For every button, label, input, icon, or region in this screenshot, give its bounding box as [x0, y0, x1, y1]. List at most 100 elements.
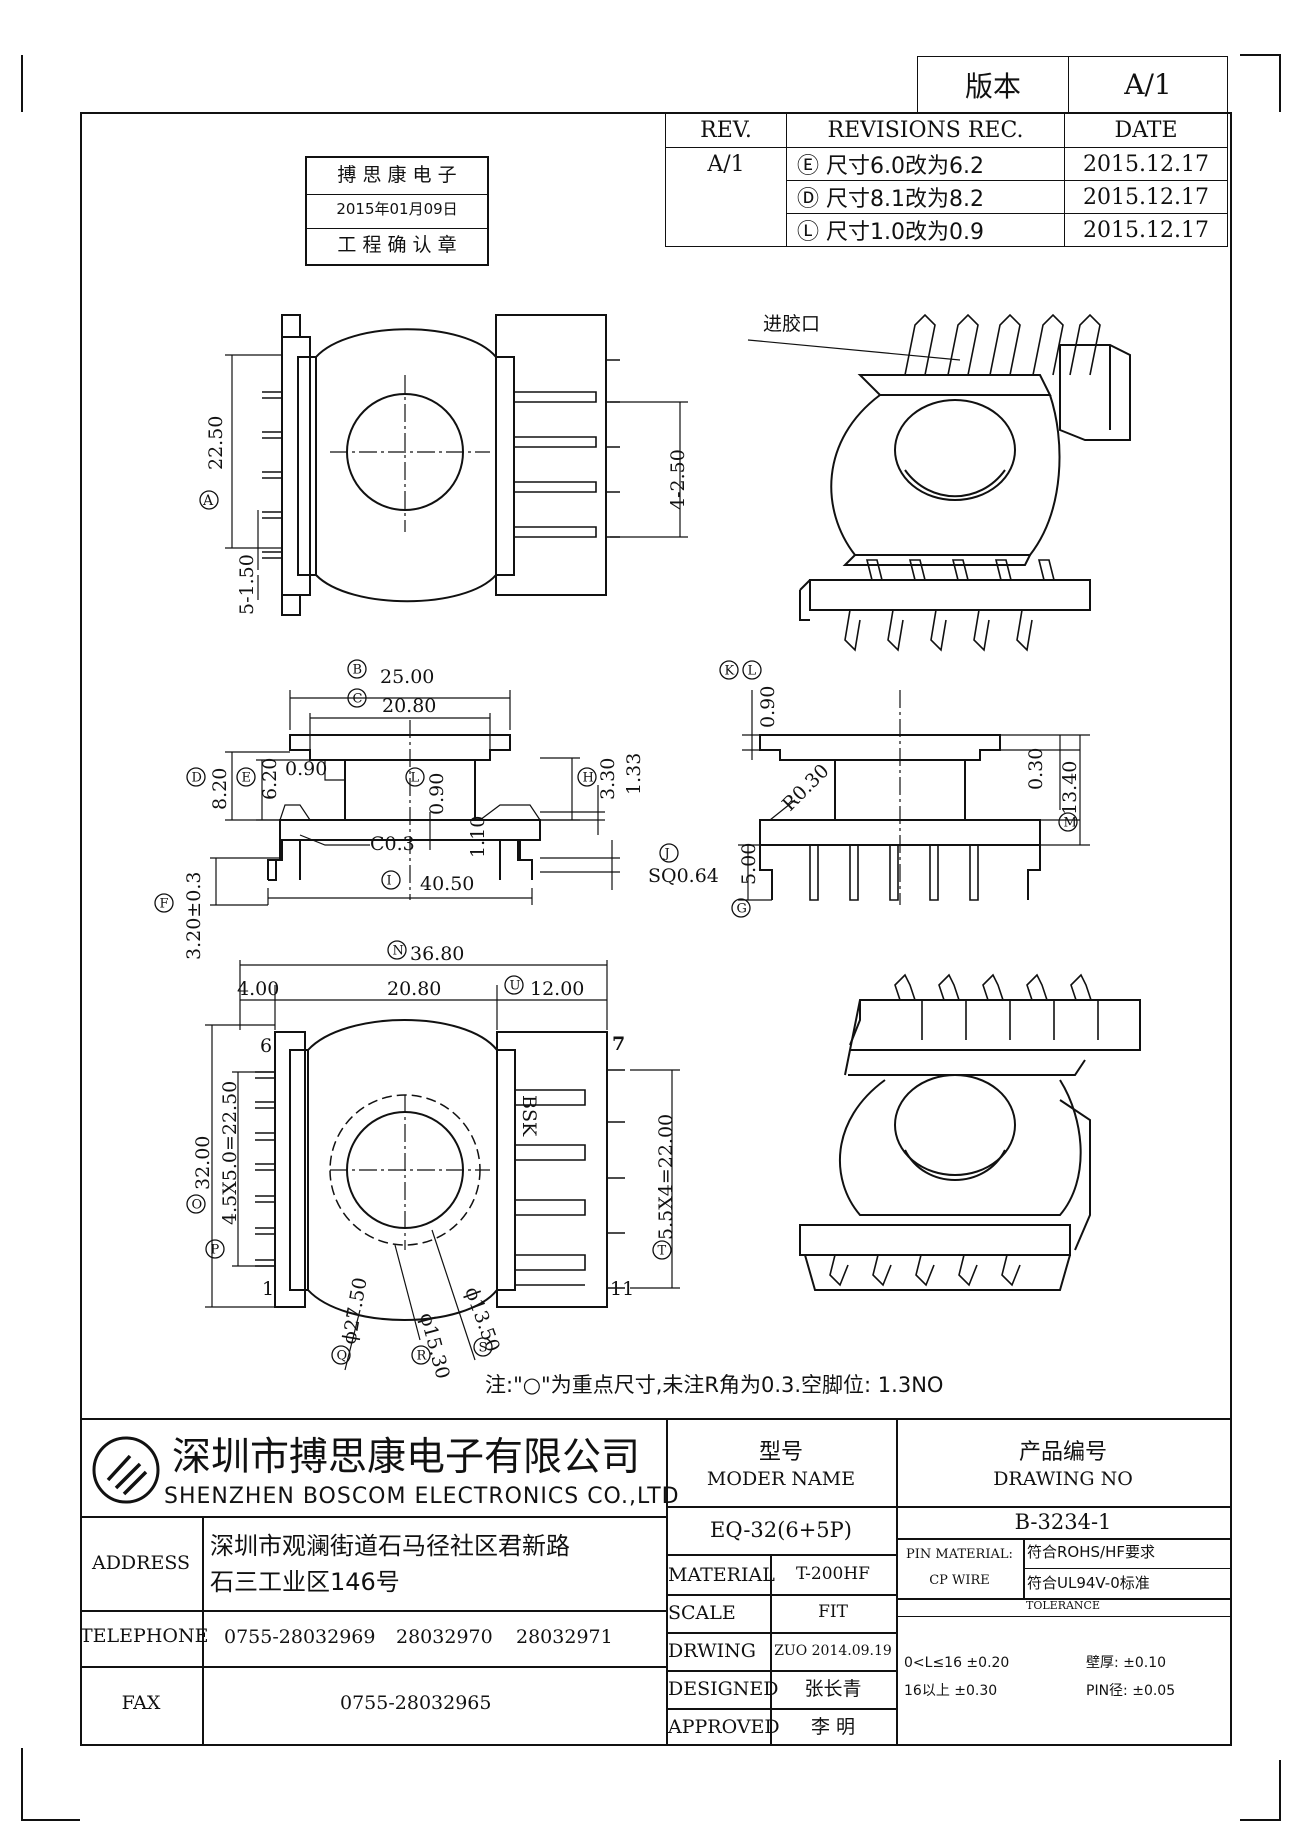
material-label: MATERIAL [668, 1564, 775, 1586]
scale-value: FIT [818, 1602, 848, 1622]
reference-mark-j: J [663, 847, 670, 862]
version-label: 版本 [917, 56, 1069, 113]
dim-c03: C0.3 [370, 833, 415, 855]
ul-label: 符合UL94V-0标准 [1027, 1574, 1150, 1592]
dim-400: 4.00 [237, 978, 279, 1000]
dim-q: ϕ27.50 [338, 1276, 371, 1346]
tolerance-2: 16以上 ±0.30 [904, 1683, 998, 1699]
approved-value: 李 明 [810, 1716, 856, 1738]
tel-2: 28032970 [396, 1626, 493, 1648]
stamp-company: 搏 思 康 电 子 [337, 164, 457, 186]
tolerance-label: TOLERANCE [1026, 1599, 1100, 1612]
bottom-view [205, 960, 680, 1371]
designed-label: DESIGNED [668, 1678, 779, 1700]
mark-a: A [202, 493, 214, 509]
dim-pitch-a: 5-1.50 [236, 554, 258, 615]
rohs-label: 符合ROHS/HF要求 [1027, 1543, 1155, 1561]
address-label: ADDRESS [91, 1552, 191, 1574]
title-block: 深圳市搏思康电子有限公司 SHENZHEN BOSCOM ELECTRONICS… [80, 1418, 1230, 1746]
contact-block: ADDRESS 深圳市观澜街道石马径社区君新路 石三工业区146号 TELEPH… [80, 1516, 668, 1744]
side-view [210, 690, 620, 906]
dim-n: 36.80 [410, 943, 464, 965]
reference-mark-l: L [748, 664, 757, 679]
reference-mark-b: B [353, 663, 363, 678]
top-view [225, 314, 688, 616]
reference-mark-f: F [160, 897, 169, 912]
revisions-table: REV. REVISIONS REC. DATE A/1 Ⓔ 尺寸6.0改为6.… [665, 113, 1228, 247]
designed-value: 张长青 [804, 1678, 862, 1700]
dim-u: 12.00 [530, 978, 584, 1000]
drawing-header: 产品编号 DRAWING NO [993, 1440, 1133, 1490]
dim-a: 22.50 [205, 416, 227, 470]
dim-e: 6.20 [259, 758, 281, 800]
rev-header: REV. [665, 113, 787, 148]
revision-row: Ⓛ 尺寸1.0改为0.9 [786, 213, 1065, 247]
drawing-frame [80, 112, 1232, 1746]
company-name-en: SHENZHEN BOSCOM ELECTRONICS CO.,LTD [164, 1484, 680, 1509]
version-box: 版本 A/1 [917, 56, 1228, 113]
front-view [738, 690, 1090, 905]
dim-t: 5.5X4=22.00 [655, 1114, 677, 1240]
pin-material-label: PIN MATERIAL: [906, 1547, 1013, 1562]
address-line2: 石三工业区146号 [210, 1568, 400, 1596]
dim-2080: 20.80 [387, 978, 441, 1000]
reference-mark-d: D [192, 771, 202, 786]
reference-mark-q: Q [337, 1349, 348, 1364]
revision-row: Ⓓ 尺寸8.1改为8.2 [786, 180, 1065, 214]
dim-110: 1.10 [467, 816, 489, 858]
model-value-cell: EQ-32(6+5P) [666, 1506, 898, 1554]
dim-d: 8.20 [209, 768, 231, 810]
approved-label: APPROVED [668, 1716, 780, 1738]
date-header: DATE [1064, 113, 1228, 148]
iso-view-top [747, 313, 1131, 652]
pin-7: 7 [612, 1033, 625, 1055]
dim-pitch-b: 4-2.50 [667, 449, 689, 510]
reference-mark-i: I [387, 874, 392, 889]
reference-mark-r: R [417, 1349, 428, 1364]
revision-date: 2015.12.17 [1064, 180, 1228, 214]
dim-k: 0.90 [757, 686, 779, 728]
tolerance-4: PIN径: ±0.05 [1086, 1683, 1176, 1699]
pin-6: 6 [260, 1035, 272, 1057]
rev-value: A/1 [665, 147, 787, 247]
engineering-stamp: 搏 思 康 电 子 2015年01月09日 工 程 确 认 章 [305, 156, 489, 266]
brand-bsk: BSK [518, 1095, 540, 1137]
reference-mark-e: E [242, 771, 252, 786]
dim-m: 13.40 [1059, 761, 1081, 815]
reference-mark-o: O [192, 1198, 203, 1213]
reference-mark-h: H [583, 771, 594, 786]
reference-mark-p: P [211, 1243, 220, 1258]
reference-mark-c: C [353, 692, 363, 707]
injection-label: 进胶口 [763, 313, 820, 335]
fax-label: FAX [121, 1692, 161, 1714]
scale-label: SCALE [668, 1602, 736, 1624]
dim-030: 0.30 [1025, 748, 1047, 790]
reference-mark-t: T [658, 1244, 667, 1259]
reference-mark-n: N [393, 944, 404, 959]
company-name-cn: 深圳市搏思康电子有限公司 [172, 1435, 641, 1480]
stamp-date: 2015年01月09日 [336, 200, 458, 218]
fax-value: 0755-28032965 [340, 1692, 492, 1714]
dim-c: 20.80 [382, 695, 436, 717]
reference-mark-m: M [1064, 816, 1077, 831]
tel-1: 0755-28032969 [224, 1626, 376, 1648]
material-value: T-200HF [796, 1564, 870, 1584]
technical-drawing: 22.50 A 5-1.50 4-2.50 进胶口 25.00 20.80 8.… [154, 313, 1141, 1397]
dim-h: 3.30 [597, 758, 619, 800]
dim-f: 3.20±0.3 [183, 872, 205, 960]
company-block: 深圳市搏思康电子有限公司 SHENZHEN BOSCOM ELECTRONICS… [80, 1420, 679, 1516]
drawing-note: 注:"○"为重点尺寸,未注R角为0.3.空脚位: 1.3NO [485, 1373, 943, 1397]
address-line1: 深圳市观澜街道石马径社区君新路 [210, 1532, 570, 1560]
dim-l: 0.90 [426, 773, 448, 815]
reference-mark-s: S [479, 1341, 488, 1356]
dim-r: R0.30 [778, 760, 834, 816]
drawing-by-label: DRWING [668, 1640, 756, 1662]
tolerance-1: 0<L≤16 ±0.20 [904, 1655, 1010, 1671]
reference-mark-k: K [725, 664, 735, 679]
rec-header: REVISIONS REC. [786, 113, 1065, 148]
company-logo [92, 1436, 160, 1504]
stamp-title: 工 程 确 认 章 [337, 234, 457, 256]
revision-date: 2015.12.17 [1064, 213, 1228, 247]
